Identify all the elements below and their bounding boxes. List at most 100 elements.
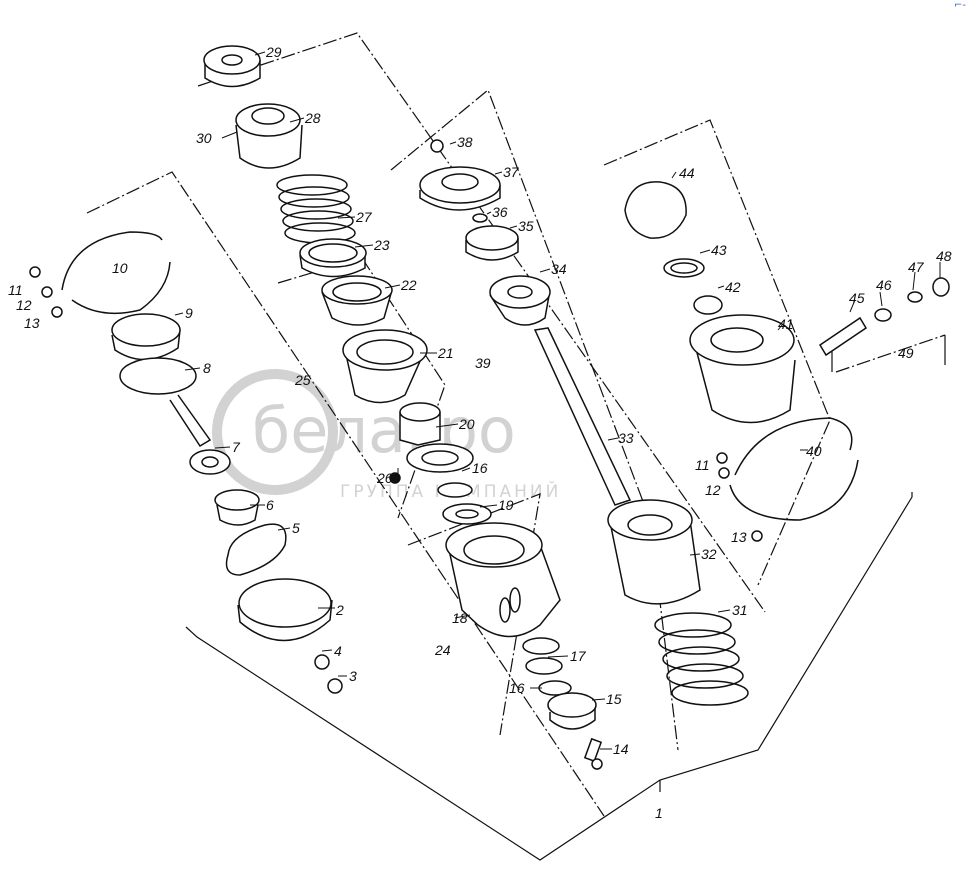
part-47 xyxy=(907,291,923,303)
watermark-ring xyxy=(212,369,338,495)
callout-13-left: 13 xyxy=(24,315,40,331)
part-37 xyxy=(419,166,501,211)
callout-25: 25 xyxy=(294,372,311,388)
watermark-brand: белагро xyxy=(252,394,516,467)
callout-43: 43 xyxy=(711,242,727,258)
callout-41: 41 xyxy=(778,316,794,332)
part-13-bolt-left xyxy=(51,306,63,318)
part-45-fitting xyxy=(818,316,868,357)
part-44-cap xyxy=(624,181,687,239)
boundary-40-group xyxy=(603,119,831,586)
leader-lines xyxy=(174,51,941,750)
callout-24: 24 xyxy=(434,642,451,658)
part-7 xyxy=(189,449,231,475)
callout-14: 14 xyxy=(613,741,629,757)
callout-12-left: 12 xyxy=(16,297,32,313)
callout-28: 28 xyxy=(304,110,321,126)
callout-8: 8 xyxy=(203,360,211,376)
part-34 xyxy=(489,275,551,326)
callout-44: 44 xyxy=(679,165,695,181)
callout-38: 38 xyxy=(457,134,473,150)
frame-lines xyxy=(185,335,946,861)
callout-32: 32 xyxy=(701,546,717,562)
callout-23: 23 xyxy=(373,237,390,253)
part-11-nut-right xyxy=(716,452,728,464)
part-4-nut xyxy=(314,654,330,670)
callout-18: 18 xyxy=(452,610,468,626)
callout-46: 46 xyxy=(876,277,892,293)
callout-labels: 1 2 3 4 5 6 7 8 9 10 11 12 13 14 15 16 1… xyxy=(8,44,952,821)
part-10-clamp xyxy=(61,231,171,315)
callout-48: 48 xyxy=(936,248,952,264)
callout-31: 31 xyxy=(732,602,748,618)
callout-3: 3 xyxy=(349,668,357,684)
callout-45: 45 xyxy=(849,290,865,306)
part-32 xyxy=(607,499,701,605)
callout-27: 27 xyxy=(355,209,373,225)
boundary-24-group xyxy=(407,493,541,736)
part-40-clamp xyxy=(729,417,859,521)
part-48 xyxy=(932,277,950,297)
callout-29: 29 xyxy=(265,44,282,60)
part-36 xyxy=(472,213,488,223)
frame-outline xyxy=(185,492,913,861)
part-19-washer xyxy=(442,503,492,525)
callout-17: 17 xyxy=(570,648,587,664)
part-12-washer-left xyxy=(41,286,53,298)
callout-37: 37 xyxy=(503,164,520,180)
callout-36: 36 xyxy=(492,204,508,220)
boundary-49-group xyxy=(835,334,946,373)
part-38-nut xyxy=(430,139,444,153)
part-22 xyxy=(321,275,393,326)
callout-6: 6 xyxy=(266,497,274,513)
callout-22: 22 xyxy=(400,277,417,293)
callout-30: 30 xyxy=(196,130,212,146)
callout-39: 39 xyxy=(475,355,491,371)
callout-19: 19 xyxy=(498,497,514,513)
callout-21: 21 xyxy=(437,345,454,361)
part-33-shaft xyxy=(533,327,632,506)
part-2 xyxy=(237,578,333,642)
part-21 xyxy=(342,329,428,404)
callout-20: 20 xyxy=(458,416,475,432)
part-20 xyxy=(399,402,474,473)
part-43-ring xyxy=(663,258,705,278)
part-9 xyxy=(111,313,181,361)
part-6 xyxy=(214,489,260,526)
part-18 xyxy=(445,522,561,638)
callout-13-right: 13 xyxy=(731,529,747,545)
part-29 xyxy=(203,45,261,88)
callout-5: 5 xyxy=(292,520,300,536)
part-15 xyxy=(547,692,597,730)
callout-16-lower: 16 xyxy=(509,680,525,696)
part-28 xyxy=(235,103,303,169)
parts xyxy=(29,45,950,770)
callout-47: 47 xyxy=(908,259,925,275)
part-13-bolt-right xyxy=(751,530,763,542)
callout-26: 26 xyxy=(376,470,393,486)
corner-mark: ⌐- xyxy=(954,0,966,11)
callout-4: 4 xyxy=(334,643,342,659)
part-41-housing xyxy=(689,314,796,424)
part-42 xyxy=(693,295,723,315)
part-17-washer xyxy=(522,637,560,655)
part-12-washer-right xyxy=(718,467,730,479)
callout-34: 34 xyxy=(551,261,567,277)
callout-2: 2 xyxy=(335,602,344,618)
callout-15: 15 xyxy=(606,691,622,707)
callout-11-left: 11 xyxy=(8,282,23,298)
callout-1: 1 xyxy=(655,805,663,821)
boundary-39-group xyxy=(390,89,679,751)
part-3 xyxy=(327,678,343,694)
part-23 xyxy=(299,238,367,278)
callout-9: 9 xyxy=(185,305,193,321)
part-14-screw xyxy=(583,737,603,770)
callout-16-upper: 16 xyxy=(472,460,488,476)
callout-7: 7 xyxy=(232,439,241,455)
callout-35: 35 xyxy=(518,218,534,234)
part-31-spring xyxy=(654,612,749,706)
callout-10: 10 xyxy=(112,260,128,276)
part-5 xyxy=(225,523,287,576)
part-35 xyxy=(465,225,519,261)
